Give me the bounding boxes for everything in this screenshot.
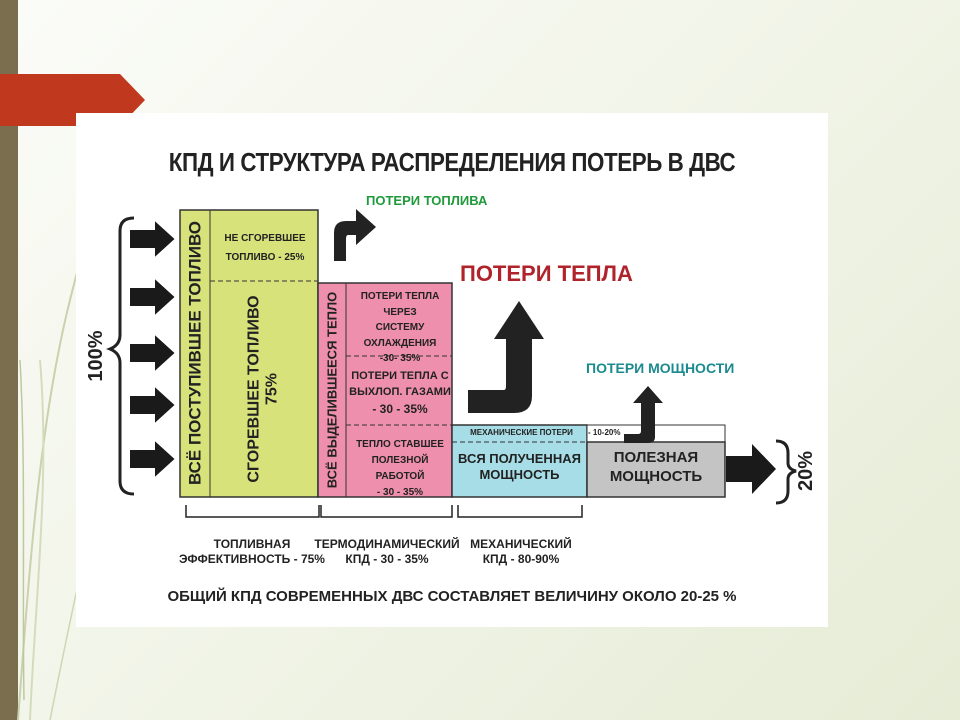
output-percent-label: 20%: [795, 450, 817, 492]
useful-power-block: [586, 441, 726, 498]
mech-loss-label: МЕХАНИЧЕСКИЕ ПОТЕРИ: [470, 428, 573, 437]
burned-fuel-label: СГОРЕВШЕЕ ТОПЛИВО 75%: [245, 295, 281, 483]
fuel-loss-heading: ПОТЕРИ ТОПЛИВА: [366, 193, 488, 208]
input-brace: [105, 216, 135, 496]
diagram-slide: КПД И СТРУКТУРА РАСПРЕДЕЛЕНИЯ ПОТЕРЬ В Д…: [76, 113, 828, 627]
input-arrows: [128, 216, 178, 482]
thermo-efficiency-label: ТЕРМОДИНАМИЧЕСКИЙ КПД - 30 - 35%: [314, 537, 460, 566]
output-arrow: [726, 444, 776, 494]
unburned-fuel-label: НЕ СГОРЕВШЕЕ ТОПЛИВО - 25%: [224, 233, 306, 263]
fuel-efficiency-brace: [185, 505, 320, 518]
input-percent-label: 100%: [85, 330, 107, 382]
fuel-loss-arrow: [334, 209, 376, 261]
cooling-loss-label: ПОТЕРИ ТЕПЛА ЧЕРЕЗ СИСТЕМУ ОХЛАЖДЕНИЯ -3…: [360, 291, 440, 364]
heat-block: [317, 282, 453, 498]
slide-sidebar-stripe: [0, 0, 18, 720]
useful-heat-label: ТЕПЛО СТАВШЕЕ ПОЛЕЗНОЙ РАБОТОЙ - 30 - 35…: [356, 439, 444, 498]
output-brace: [775, 439, 797, 505]
useful-power-label: ПОЛЕЗНАЯ МОЩНОСТЬ: [609, 449, 703, 485]
thermo-efficiency-brace: [320, 505, 453, 518]
power-block: [451, 424, 588, 498]
power-loss-arrow: [624, 386, 663, 443]
fuel-block: [179, 209, 319, 498]
heat-loss-arrow: [468, 301, 544, 413]
total-power-label: ВСЯ ПОЛУЧЕННАЯ МОЩНОСТЬ: [458, 451, 581, 483]
mech-loss-percent: - 10-20%: [588, 428, 621, 437]
mech-efficiency-label: МЕХАНИЧЕСКИЙ КПД - 80-90%: [470, 537, 572, 566]
mech-efficiency-brace: [457, 505, 583, 518]
diagram-graphics: [105, 209, 797, 518]
exhaust-loss-label: ПОТЕРИ ТЕПЛА С ВЫХЛОП. ГАЗАМИ - 30 - 35%: [349, 370, 451, 416]
power-loss-heading: ПОТЕРИ МОЩНОСТИ: [586, 360, 735, 376]
fuel-efficiency-label: ТОПЛИВНАЯ ЭФФЕКТИВНОСТЬ - 75%: [179, 537, 325, 566]
released-heat-label: ВСЁ ВЫДЕЛИВШЕЕСЯ ТЕПЛО: [324, 291, 340, 489]
total-fuel-label: ВСЁ ПОСТУПИВШЕЕ ТОПЛИВО: [185, 220, 205, 486]
overall-efficiency-footer: ОБЩИЙ КПД СОВРЕМЕННЫХ ДВС СОСТАВЛЯЕТ ВЕЛ…: [167, 588, 737, 605]
diagram-title: КПД И СТРУКТУРА РАСПРЕДЕЛЕНИЯ ПОТЕРЬ В Д…: [168, 147, 736, 177]
heat-loss-heading: ПОТЕРИ ТЕПЛА: [460, 261, 633, 286]
